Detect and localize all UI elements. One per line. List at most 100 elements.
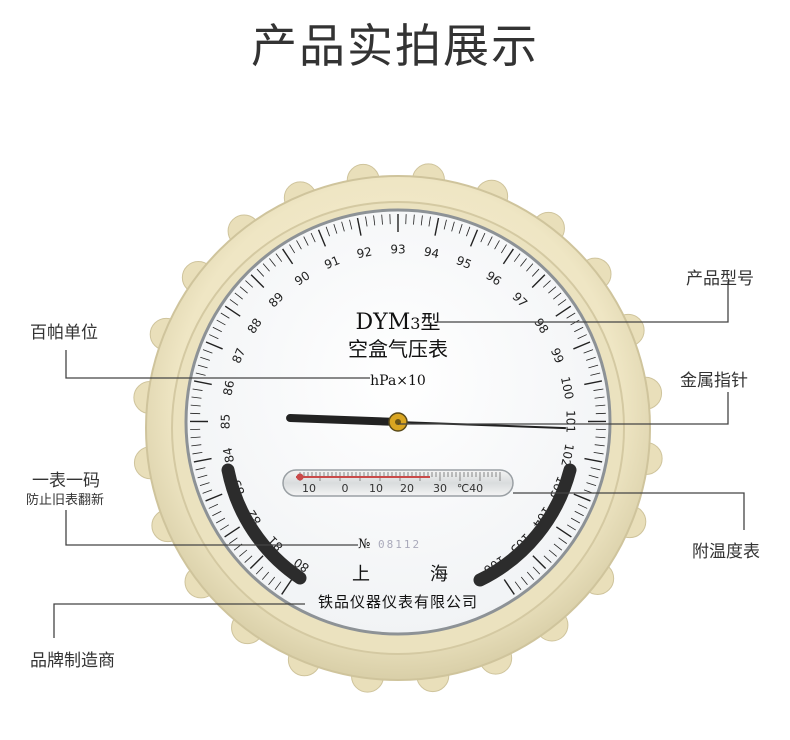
scale-tick [526,571,535,580]
callout-line-thermometer [513,492,745,530]
scale-tick [458,224,463,234]
scale-tick [296,240,302,250]
scale-tick [282,248,294,265]
scale-tick [325,226,330,237]
scale-tick [193,380,212,386]
scale-tick [234,292,243,300]
scale-tick [531,274,546,288]
scale-tick [333,224,338,234]
scale-tick [584,380,603,386]
scale-tick [513,253,521,262]
scale-tick [593,388,604,391]
scale-tick [413,214,415,225]
scale-tick [566,524,576,531]
scale-number: 99 [548,346,567,365]
scale-tick [520,258,527,267]
scale-tick [594,396,605,399]
scale-tick [197,364,208,369]
scale-tick [586,356,596,361]
page-title: 产品实拍展示 [251,19,539,73]
scale-tick [480,232,486,243]
scale-tick [245,280,254,288]
scale-tick [543,555,552,563]
callout-line-model [436,282,729,323]
scale-tick [503,579,515,595]
scale-number: 84 [220,446,237,464]
scale-tick [262,263,270,272]
scale-tick [239,549,248,557]
scale-tick [275,253,283,262]
scale-tick [577,334,587,340]
scale-tick [381,214,383,225]
scale-tick [420,215,423,226]
scale-tick [229,299,239,306]
scale-number: 102 [558,443,576,468]
scale-tick [373,215,376,226]
scale-tick [494,240,500,250]
scale-tick [250,274,265,288]
scale-number: 100 [558,375,576,400]
scale-tick [215,517,226,524]
scale-tick [208,503,219,509]
callout-unit: 百帕单位 [30,323,98,343]
scale-tick [200,356,210,361]
scale-tick [574,326,584,333]
scale-tick [548,286,557,294]
thermometer-label: 30 [433,482,447,495]
scale-tick [595,404,606,407]
scale-number: 93 [390,243,405,257]
scale-tick [195,467,206,471]
thermometer-label: 10 [369,482,383,495]
scale-tick [553,292,562,300]
scale-tick [191,444,202,447]
scale-tick [224,305,241,317]
scale-tick [341,221,345,232]
callout-anti-fake: 防止旧表翻新 [26,493,105,508]
scale-number: 101 [563,410,577,433]
scale-tick [466,226,471,237]
scale-tick [443,219,447,230]
dial-name: 空盒气压表 [348,337,448,361]
scale-tick [281,579,293,595]
scale-tick [555,526,572,538]
callout-line-pointer [398,392,729,425]
callout-line-one-per-unit [65,510,358,546]
scale-tick [588,474,599,479]
scale-tick [451,221,455,232]
callout-line-unit [65,350,370,379]
dial-unit: hPa×10 [370,373,426,389]
scale-tick [555,305,572,317]
scale-tick [212,326,222,333]
scale-tick [197,474,208,479]
scale-tick [212,510,222,517]
scale-tick [220,524,230,531]
scale-tick [195,372,206,376]
dial-city-right: 海 [430,564,448,585]
scale-tick [256,268,265,277]
scale-tick [573,341,591,350]
callout-thermometer: 附温度表 [692,542,760,562]
scale-tick [584,457,603,463]
serial-label: № [358,537,370,552]
callout-one-per-unit: 一表一码 [32,471,100,491]
scale-tick [566,312,576,319]
scale-tick [202,349,213,354]
scale-tick [573,493,591,502]
scale-tick [224,526,241,538]
scale-tick [593,452,604,455]
scale-tick [205,341,223,350]
scale-tick [595,436,606,439]
scale-number: 85 [218,414,232,429]
scale-tick [532,566,541,575]
scale-tick [487,236,493,246]
dial-model: DYM3型 [356,310,441,335]
scale-number: 86 [221,379,238,397]
scale-tick [526,263,534,272]
scale-tick [557,299,567,306]
scale-tick [588,364,599,369]
scale-tick [558,537,567,544]
scale-tick [202,489,213,494]
scale-number: 91 [322,253,341,272]
